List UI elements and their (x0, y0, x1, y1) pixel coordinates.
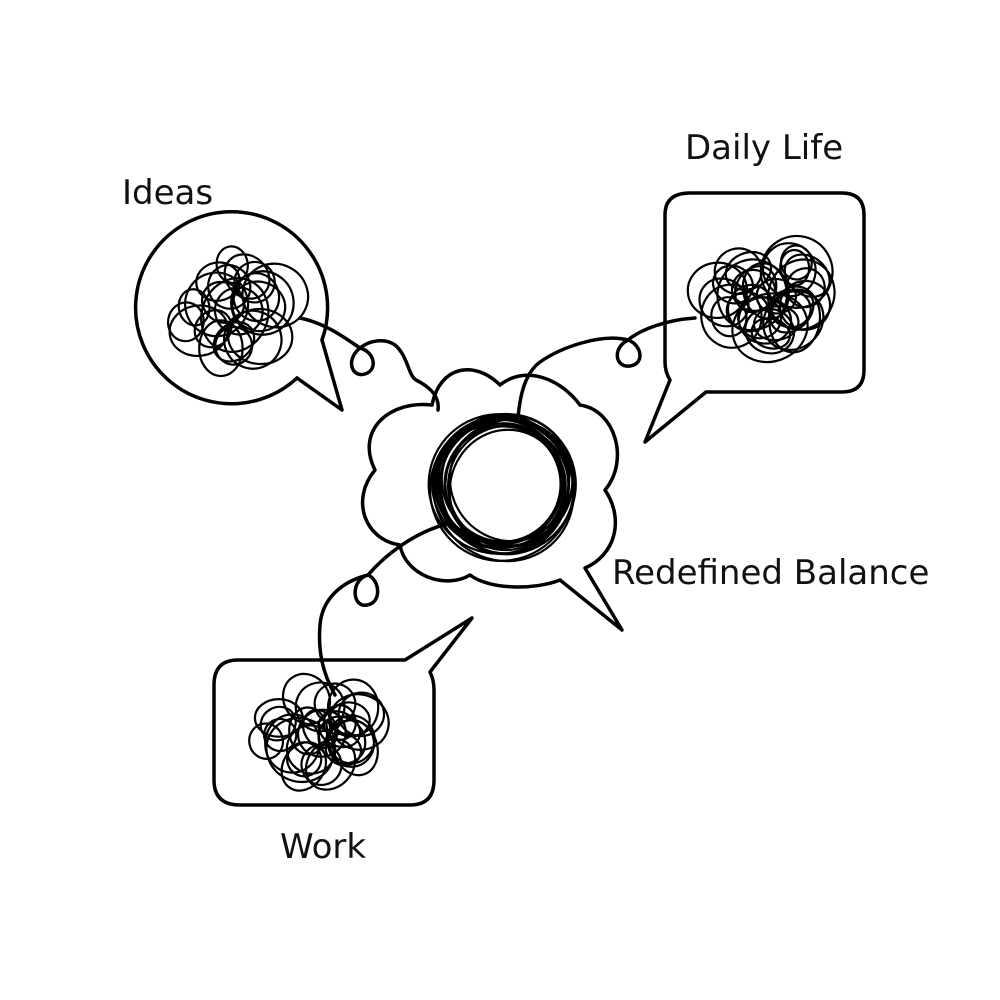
balance-scribble (427, 412, 577, 563)
redefined-balance-label: Redefined Balance (612, 553, 930, 593)
scribble-loop (198, 319, 244, 378)
scribble-loop (263, 717, 298, 753)
scribble-loop (304, 738, 357, 791)
work-scribble (248, 672, 390, 792)
scribble-loop (195, 261, 241, 302)
balance-cloud (360, 368, 624, 632)
scribble-loop (762, 290, 825, 351)
connector-work (317, 522, 449, 697)
scribble-loop (779, 248, 811, 287)
scribble-loop (223, 309, 283, 370)
connector-daily-life (516, 316, 697, 420)
scribble-loop (785, 267, 826, 309)
scribble-loop (327, 714, 376, 765)
scribble-loop (248, 722, 285, 760)
scribble-loop (215, 245, 249, 285)
scribble-loop (166, 301, 205, 343)
scribble-loop (686, 261, 749, 320)
scribble-loop (759, 234, 834, 309)
daily-life-scribble (686, 234, 836, 364)
scribble-loop (331, 718, 379, 777)
scribble-loop (230, 270, 295, 336)
work-bubble (212, 616, 474, 807)
ideas-bubble (133, 210, 344, 412)
ideas-label: Ideas (122, 173, 214, 213)
daily-life-bubble (643, 191, 866, 444)
scribble-loop (227, 307, 294, 366)
scribble-loop (711, 264, 755, 305)
ideas-scribble (166, 245, 310, 378)
scribble-loop (253, 698, 304, 738)
scribble-loop (177, 288, 211, 327)
scribble-ring (448, 428, 565, 552)
connector-ideas (298, 316, 440, 412)
scribble-loop (710, 296, 748, 338)
work-label: Work (280, 827, 367, 867)
scribble-loop (296, 708, 347, 758)
scribble-loop (725, 291, 771, 333)
daily-life-label: Daily Life (685, 128, 844, 168)
scribble-loop (231, 280, 287, 333)
scribble-loop (241, 262, 310, 329)
scribble-loop (286, 741, 323, 778)
